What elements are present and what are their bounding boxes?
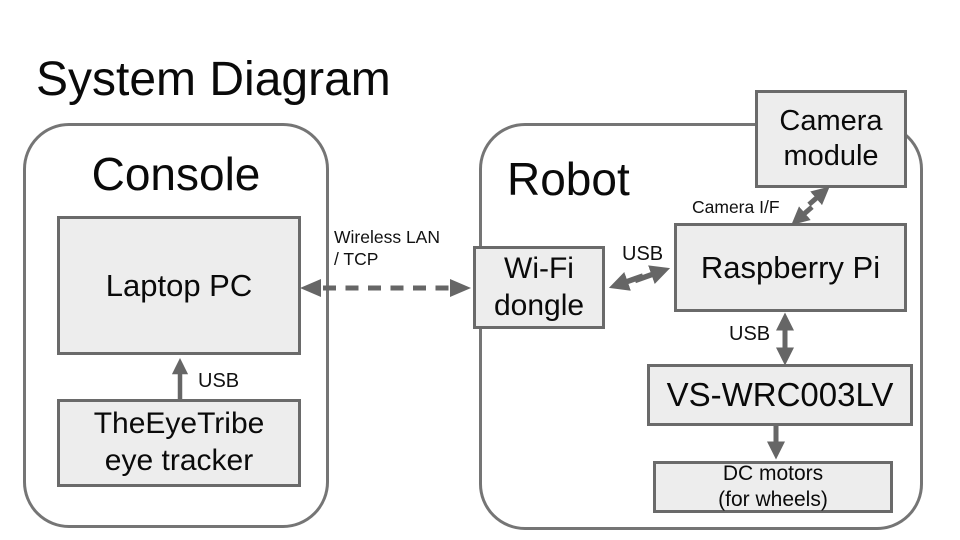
node-eye-tracker: TheEyeTribe eye tracker xyxy=(57,399,301,487)
node-camera-module-line2: module xyxy=(783,140,879,172)
usb-tracker-label: USB xyxy=(198,370,240,392)
node-dc-motors-line2: (for wheels) xyxy=(718,488,828,511)
node-camera-module: Camera module xyxy=(755,90,907,188)
wireless-lan-label-line1: Wireless LAN xyxy=(334,227,440,247)
console-label: Console xyxy=(91,148,261,200)
node-eye-tracker-line1: TheEyeTribe xyxy=(93,407,265,441)
node-raspberry-pi: Raspberry Pi xyxy=(674,223,907,312)
node-wifi-dongle-line1: Wi-Fi xyxy=(504,251,574,285)
camera-if-label: Camera I/F xyxy=(692,197,780,217)
wireless-lan-label: Wireless LAN / TCP xyxy=(334,227,440,271)
node-vs-wrc003lv-label: VS-WRC003LV xyxy=(666,375,894,413)
node-wifi-dongle: Wi-Fi dongle xyxy=(473,246,605,329)
usb-wifi-pi-label: USB xyxy=(622,243,664,265)
wireless-lan-label-line2: / TCP xyxy=(334,248,379,269)
node-dc-motors: DC motors (for wheels) xyxy=(653,461,893,513)
robot-label: Robot xyxy=(507,153,630,205)
node-laptop-pc: Laptop PC xyxy=(57,216,301,355)
node-wifi-dongle-line2: dongle xyxy=(493,288,585,322)
node-vs-wrc003lv: VS-WRC003LV xyxy=(647,364,913,426)
node-raspberry-pi-label: Raspberry Pi xyxy=(700,249,881,285)
node-laptop-pc-label: Laptop PC xyxy=(105,267,253,303)
usb-pi-vs-label: USB xyxy=(729,323,771,345)
node-eye-tracker-line2: eye tracker xyxy=(104,444,254,477)
page-title: System Diagram xyxy=(36,53,391,106)
node-camera-module-line1: Camera xyxy=(779,104,883,137)
node-dc-motors-line1: DC motors xyxy=(722,461,824,485)
